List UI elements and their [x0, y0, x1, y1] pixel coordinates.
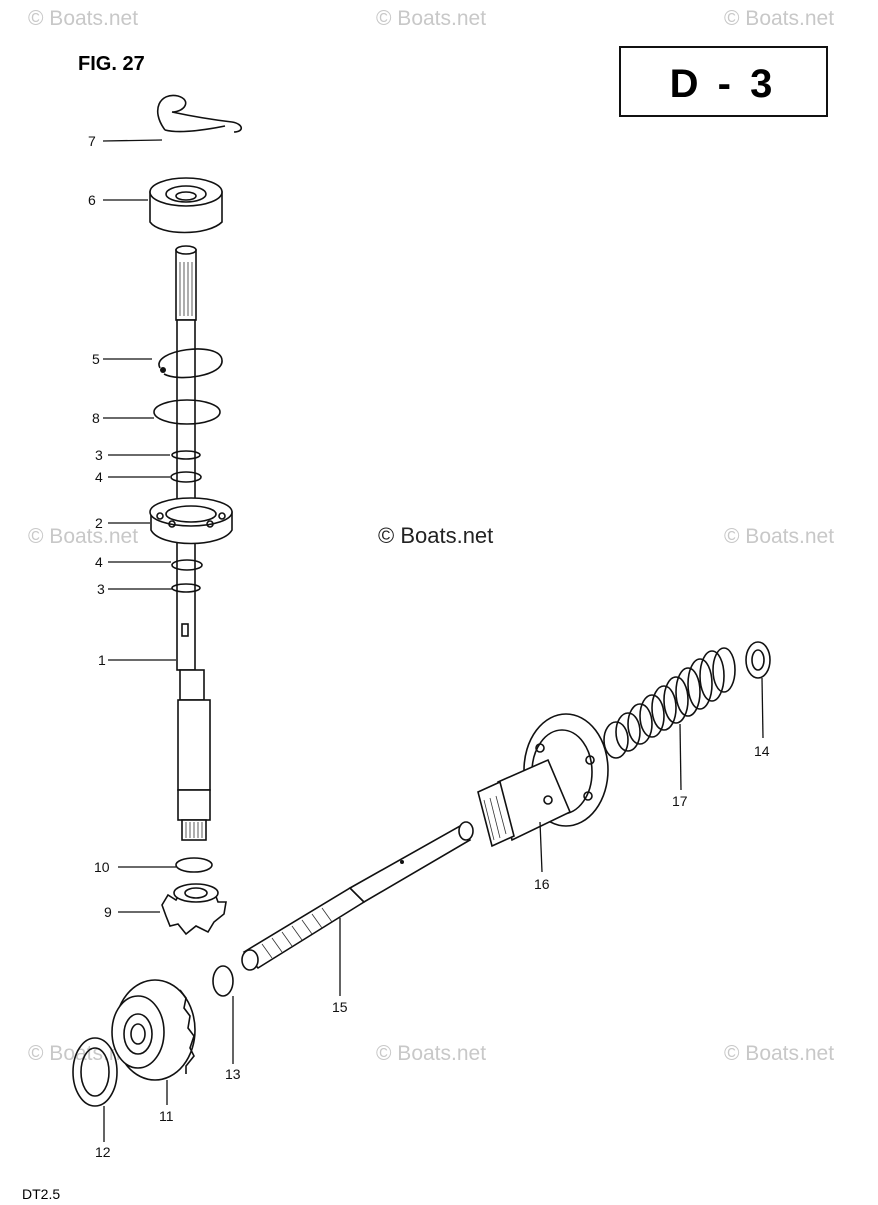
- bushing-icon: [149, 177, 223, 234]
- clip-icon: [156, 94, 243, 133]
- shim-icon: [72, 1037, 118, 1107]
- callout-3-upper: 3: [95, 447, 103, 463]
- callout-4-upper: 4: [95, 469, 103, 485]
- watermark-top-left: © Boats.net: [28, 7, 138, 30]
- washer-icon: [153, 399, 221, 425]
- callout-labels: 7 6 5 8 3 4 2 4 3 1 10 9 11 12 13 15 16 …: [88, 133, 770, 1160]
- ring-icon: [171, 559, 203, 593]
- footer-model: DT2.5: [22, 1186, 60, 1200]
- callout-15: 15: [332, 999, 348, 1015]
- callout-2: 2: [95, 515, 103, 531]
- callout-5: 5: [92, 351, 100, 367]
- callout-13: 13: [225, 1066, 241, 1082]
- washer-icon: [745, 641, 771, 679]
- callout-11: 11: [159, 1108, 174, 1124]
- watermark-mid-left: © Boats.net: [28, 525, 138, 548]
- bearing-housing-icon: [477, 713, 609, 848]
- callout-17: 17: [672, 793, 688, 809]
- drive-shaft-icon: [175, 245, 211, 841]
- washer-icon: [212, 965, 234, 997]
- bevel-gear-icon: [111, 979, 196, 1081]
- propeller-shaft-icon: [241, 821, 474, 971]
- watermark-top-center: © Boats.net: [376, 7, 486, 30]
- callout-12: 12: [95, 1144, 111, 1160]
- callout-7: 7: [88, 133, 96, 149]
- ring-icon: [175, 857, 213, 873]
- callout-3-lower: 3: [97, 581, 105, 597]
- ring-icon: [170, 450, 202, 483]
- circlip-icon: [158, 348, 223, 379]
- callout-16: 16: [534, 876, 550, 892]
- callout-4-lower: 4: [95, 554, 103, 570]
- watermark-center: © Boats.net: [378, 523, 493, 548]
- page-code: D - 3: [670, 62, 777, 106]
- callout-10: 10: [94, 859, 110, 875]
- bearing-icon: [149, 497, 233, 545]
- watermark-bottom-center: © Boats.net: [376, 1042, 486, 1065]
- pinion-gear-icon: [161, 883, 227, 936]
- watermark-mid-right: © Boats.net: [724, 525, 834, 548]
- leader-lines: [102, 139, 764, 1142]
- watermark-bottom-right: © Boats.net: [724, 1042, 834, 1065]
- watermark-top-right: © Boats.net: [724, 7, 834, 30]
- callout-14: 14: [754, 743, 770, 759]
- callout-6: 6: [88, 192, 96, 208]
- callout-9: 9: [104, 904, 112, 920]
- spring-icon: [603, 647, 736, 759]
- callout-1: 1: [98, 652, 106, 668]
- page-code-box: D - 3: [619, 46, 828, 117]
- figure-title: FIG. 27: [78, 53, 145, 75]
- callout-8: 8: [92, 410, 100, 426]
